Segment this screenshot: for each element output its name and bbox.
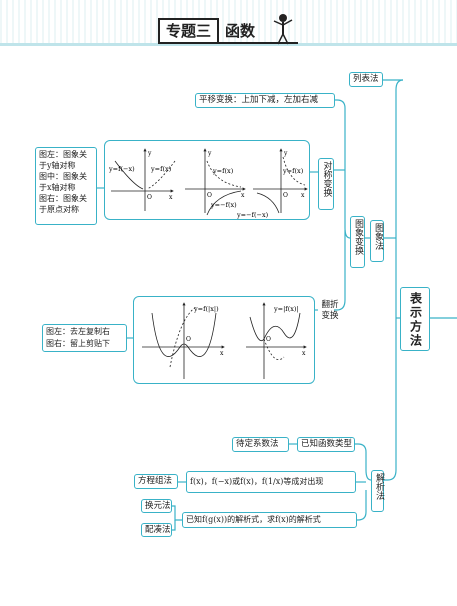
flip-note-right: 图右：留上剪贴下 xyxy=(46,339,110,348)
sym-g1-x: x xyxy=(169,194,173,201)
topic-label: 专题三 xyxy=(158,18,220,44)
sym-note-right: 图右：图象关于原点对称 xyxy=(39,194,87,214)
sym-g1-right-label: y=f(x) xyxy=(150,165,172,173)
sym-g1-y: y xyxy=(147,150,152,157)
equation-condition: f(x)，f(−x)或f(x)，f(1/x)等成对出现 xyxy=(186,471,356,493)
flip-g2-label: y=|f(x)| xyxy=(273,305,299,313)
flip-g1-origin: O xyxy=(186,336,191,343)
undetermined-coefficients: 待定系数法 xyxy=(232,437,289,452)
symmetry-transform-node: 对称变换 xyxy=(318,158,334,210)
sym-g3-top-label: y=f(x) xyxy=(282,167,304,175)
symmetry-graphs-panel: y=f(−x) y=f(x) O y x y=f(x) y=−f(x) O y … xyxy=(104,140,310,220)
figure-icon xyxy=(273,14,293,45)
sym-g3-y: y xyxy=(283,150,288,157)
flip-transform-node: 翻折变换 xyxy=(321,300,339,321)
symmetry-notes: 图左：图象关于y轴对称 图中：图象关于x轴对称 图右：图象关于原点对称 xyxy=(35,147,97,225)
sym-g2-x: x xyxy=(241,192,245,199)
header-rule xyxy=(0,43,457,46)
sym-g2-bottom-label: y=−f(x) xyxy=(210,201,237,209)
sym-note-left: 图左：图象关于y轴对称 xyxy=(39,150,87,170)
flip-g1-x: x xyxy=(220,350,224,357)
flip-notes: 图左：去左复制右 图右：留上剪贴下 xyxy=(42,324,127,352)
image-transform-node: 图象变换 xyxy=(350,216,365,268)
method-list: 列表法 xyxy=(349,72,383,87)
method-image: 图象法 xyxy=(370,220,384,262)
page-title: 函数 xyxy=(225,22,256,40)
substitution-method: 换元法 xyxy=(141,499,172,513)
sym-note-mid: 图中：图象关于x轴对称 xyxy=(39,172,87,192)
flip-g2-origin: O xyxy=(266,336,271,343)
sym-g2-origin: O xyxy=(207,192,212,199)
sym-g1-origin: O xyxy=(147,194,152,201)
method-analytic: 解析法 xyxy=(371,470,384,512)
flip-g2-x: x xyxy=(302,350,306,357)
flip-graphs-panel: y=f(|x|) y=|f(x)| O O x x xyxy=(133,296,315,384)
flip-g1-label: y=f(|x|) xyxy=(193,305,219,313)
header-band xyxy=(0,0,457,46)
flip-note-left: 图左：去左复制右 xyxy=(46,327,110,336)
sym-g2-y: y xyxy=(207,150,212,157)
completing-method: 配凑法 xyxy=(141,523,172,537)
sym-g3-x: x xyxy=(301,192,305,199)
symmetry-graphs: y=f(−x) y=f(x) O y x y=f(x) y=−f(x) O y … xyxy=(108,148,308,219)
composite-condition: 已知f(g(x))的解析式，求f(x)的解析式 xyxy=(182,512,357,528)
equation-system-method: 方程组法 xyxy=(134,474,178,489)
sym-g3-bottom-label: y=−f(−x) xyxy=(236,211,269,219)
flip-graphs: y=f(|x|) y=|f(x)| O O x x xyxy=(142,302,307,379)
known-function-type: 已知函数类型 xyxy=(297,437,355,452)
title-underline xyxy=(158,42,298,44)
sym-g3-origin: O xyxy=(283,192,288,199)
sym-g1-left-label: y=f(−x) xyxy=(108,165,135,173)
root-node-representation-methods: 表示方法 xyxy=(400,287,430,351)
shift-transform-node: 平移变换：上加下减，左加右减 xyxy=(195,93,335,108)
sym-g2-top-label: y=f(x) xyxy=(212,167,234,175)
